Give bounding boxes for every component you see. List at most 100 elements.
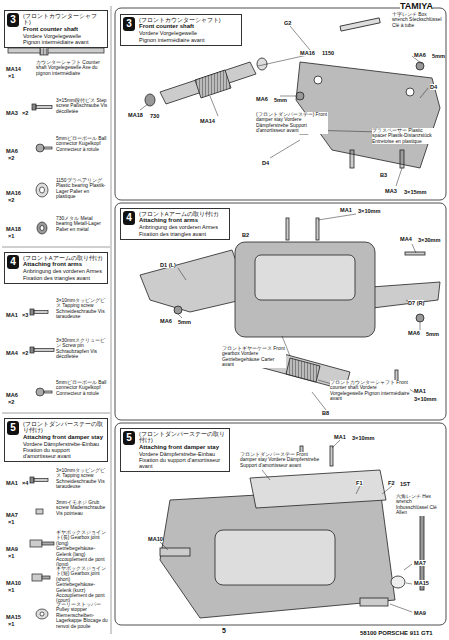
step-title: (フロントAアームの取り付け) xyxy=(139,211,218,217)
part-label: MA6 xyxy=(6,392,18,398)
part-label: ×1 xyxy=(8,587,14,593)
step-header: 5 (フロントダンパーステーの取り付け)Attaching front dampe… xyxy=(120,428,230,472)
part-label: MA6 xyxy=(256,96,268,102)
part-label: MA14 xyxy=(6,66,21,72)
part-description: 3×15mm段付ビス Step screw Paßschraube Vis dé… xyxy=(56,98,108,114)
part-label: D1 (L) xyxy=(160,262,176,268)
part-label: 3×30mm xyxy=(418,237,441,243)
step-title-group: (フロントカウンターシャフト)Front counter shaftVorder… xyxy=(23,13,104,45)
part-label: D4 xyxy=(430,84,437,90)
part-label: MA9 xyxy=(414,610,426,616)
part-label: MA4 xyxy=(400,236,412,242)
step-header: 5 (フロントダンパーステーの取り付け)Attaching front dampe… xyxy=(4,418,108,462)
part-label: D4 xyxy=(262,160,269,166)
step-number: 4 xyxy=(7,255,19,269)
part-description: 3×10mmタッピングビス Tapping screw Schneideschr… xyxy=(56,468,108,490)
part-label: MA1 xyxy=(6,312,18,318)
step-title: Attaching front arms xyxy=(23,261,102,268)
step-title-group: (フロントAアームの取り付け)Attaching front armsAnbri… xyxy=(23,255,102,281)
part-label: ×1 xyxy=(8,233,14,239)
part-label: MA6 xyxy=(6,148,18,154)
step-title: (フロントカウンターシャフト) xyxy=(23,13,104,26)
part-label: B3 xyxy=(380,172,387,178)
step-title: Anbringung des vorderen Armes xyxy=(139,224,218,230)
part-description: 3×10mmタッピングビス Tapping screw Schneideschr… xyxy=(56,298,108,320)
step-title: Vordere Vorgelegewelle xyxy=(139,30,221,36)
part-label: 3×15mm xyxy=(404,189,427,195)
step-header: 4 (フロントAアームの取り付け)Attaching front armsAnbr… xyxy=(4,252,108,284)
part-label: MA6 xyxy=(160,318,172,324)
part-label: MA14 xyxy=(200,118,215,124)
part-description: 十字レンチ Box wrench Steckschlüssel Clé à tu… xyxy=(392,12,442,28)
part-label: TAMIYA xyxy=(400,2,433,12)
part-label: 1ST xyxy=(400,481,410,487)
part-description: フロントギヤーケース Front gearbox Vordere Getrieb… xyxy=(222,346,286,368)
step-title: Front counter shaft xyxy=(23,26,104,33)
step-header: 3 (フロントカウンターシャフト)Front counter shaftVorde… xyxy=(4,10,108,48)
part-label: MA7 xyxy=(414,560,426,566)
part-label: ×2 xyxy=(8,197,14,203)
step-title: Fixation des triangles avant xyxy=(23,275,102,281)
part-label: F2 xyxy=(388,480,395,486)
part-label: ×2 xyxy=(22,350,28,356)
step-title: Vordere Dämpferstrebe-Einbau xyxy=(139,451,226,457)
part-label: MA3 xyxy=(385,188,397,194)
part-label: 1150 xyxy=(322,50,334,56)
step-title: Vordere Dämpferstrebe-Einbau xyxy=(23,441,104,447)
part-label: 5mm xyxy=(178,319,191,325)
part-description: ギヤボックスジョイント(短) Gearbox joint (short) Get… xyxy=(56,566,108,604)
step-number: 3 xyxy=(123,17,135,31)
step-title: Anbringung des vorderen Armes xyxy=(23,268,102,274)
part-description: 730メタル Metal bearing Metall-Lager Palier… xyxy=(56,216,108,232)
step-title: Vordere Vorgelegewelle xyxy=(23,33,104,39)
part-label: 730 xyxy=(150,113,159,119)
part-label: MA9 xyxy=(6,546,18,552)
part-label: 5 xyxy=(222,627,226,635)
step-title: Pignon intermédiaire avant xyxy=(23,39,104,45)
step-header: 4(フロントAアームの取り付け)Attaching front armsAnbr… xyxy=(120,208,230,240)
step-title-group: (フロントダンパーステーの取り付け)Attaching front damper… xyxy=(139,431,226,469)
part-description: 1150プラベアリング Plastic bearing Plastik-Lage… xyxy=(56,178,108,200)
part-label: F1 xyxy=(356,480,363,486)
part-description: カウンターシャフト Counter shaft Vorgelegewelle A… xyxy=(36,60,108,76)
step-number: 5 xyxy=(7,421,19,435)
part-label: ×1 xyxy=(8,73,14,79)
part-label: ×2 xyxy=(8,399,14,405)
step-title: (フロントダンパーステーの取り付け) xyxy=(139,431,226,444)
part-description: 3mmイモネジ Grub screw Madenschraube Vis poi… xyxy=(56,500,108,516)
part-label: ×2 xyxy=(22,110,28,116)
part-label: MA1 xyxy=(340,207,352,213)
part-label: G2 xyxy=(284,20,291,26)
step-title-group: (フロントダンパーステーの取り付け)Attaching front damper… xyxy=(23,421,104,459)
part-label: ×2 xyxy=(8,155,14,161)
step-title: Fixation des triangles avant xyxy=(139,231,218,237)
step-number: 5 xyxy=(123,431,135,445)
step-title: Attaching front damper stay xyxy=(23,434,104,441)
part-label: MA4 xyxy=(6,350,18,356)
part-label: MA6 xyxy=(414,52,426,58)
part-label: MA15 xyxy=(6,614,21,620)
part-label: MA18 xyxy=(128,112,143,118)
step-title: (フロントダンパーステーの取り付け) xyxy=(23,421,104,434)
step-title: Pignon intermédiaire avant xyxy=(139,37,221,43)
part-label: 5mm xyxy=(432,53,445,59)
part-label: MA16 xyxy=(6,190,21,196)
part-label: MA10 xyxy=(148,536,163,542)
step-title: Attaching front damper stay xyxy=(139,444,226,451)
part-label: D7 (R) xyxy=(408,300,424,306)
part-label: MA16 xyxy=(300,50,315,56)
part-description: ギヤボックスジョイント(長) Gearbox joint (long) Getr… xyxy=(56,530,108,568)
step-number: 3 xyxy=(7,13,19,27)
part-label: 5mm xyxy=(274,97,287,103)
part-description: 六角レンチ Hex wrench Inbusschlüssel Clé Alle… xyxy=(396,494,444,516)
part-label: 3×10mm xyxy=(414,396,437,402)
part-label: MA10 xyxy=(6,580,21,586)
part-label: MA1 xyxy=(6,480,18,486)
part-label: MA18 xyxy=(6,226,21,232)
part-label: B8 xyxy=(322,410,329,416)
part-label: MA7 xyxy=(6,512,18,518)
part-description: (フロントダンパーステー) Front damper stay Vordere … xyxy=(256,112,328,134)
step-title: Fixation du support d'amortisseur avant xyxy=(23,447,104,460)
part-label: ×4 xyxy=(22,480,28,486)
part-description: 5mmピローボール Ball connector Kugelkopf Conne… xyxy=(56,136,108,152)
